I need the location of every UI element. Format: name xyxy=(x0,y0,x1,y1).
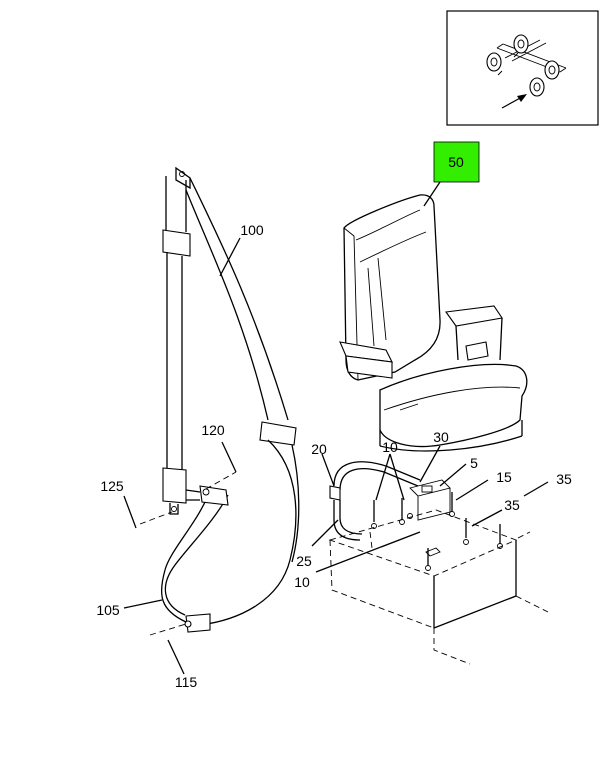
callout-10-upper[interactable]: 10 xyxy=(382,439,398,455)
inset-locator xyxy=(446,10,599,126)
callout-35-right[interactable]: 35 xyxy=(556,471,572,487)
callout-15[interactable]: 15 xyxy=(496,469,512,485)
seat-belt-assembly xyxy=(139,166,300,636)
callout-105[interactable]: 105 xyxy=(96,602,120,618)
seat-mounting-base xyxy=(328,461,549,665)
callout-100[interactable]: 100 xyxy=(240,222,264,238)
seat xyxy=(339,194,528,452)
leader-lines xyxy=(123,181,549,675)
callout-125[interactable]: 125 xyxy=(100,478,124,494)
callout-35-lower[interactable]: 35 xyxy=(504,497,520,513)
callout-5[interactable]: 5 xyxy=(470,455,478,471)
callout-50[interactable]: 50 xyxy=(448,154,464,170)
callout-labels: 50 100 120 125 105 115 20 10 30 5 15 35 … xyxy=(96,154,572,690)
callout-10-lower[interactable]: 10 xyxy=(294,574,310,590)
callout-20[interactable]: 20 xyxy=(311,441,327,457)
callout-115[interactable]: 115 xyxy=(175,674,198,690)
callout-50-highlight xyxy=(433,141,480,183)
vehicle-chassis-locator-icon xyxy=(486,34,567,109)
callout-120[interactable]: 120 xyxy=(201,422,225,438)
callout-25[interactable]: 25 xyxy=(296,553,312,569)
callout-30[interactable]: 30 xyxy=(433,429,449,445)
